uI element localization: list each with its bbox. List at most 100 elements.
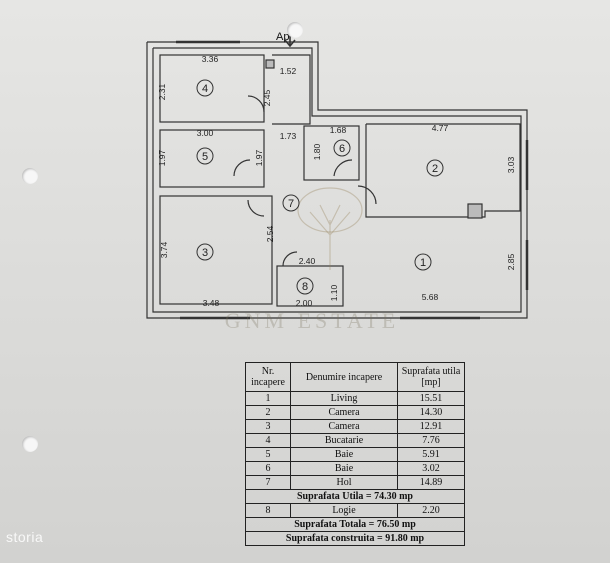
room-number: 6 <box>339 143 345 155</box>
dimension-label: 1.68 <box>330 125 347 135</box>
table-row: 6 Baie 3.02 <box>245 461 465 476</box>
room-number-circle <box>196 243 214 261</box>
room-number: 4 <box>202 83 208 95</box>
door-swing <box>357 185 377 205</box>
table-cell: Hol <box>290 475 398 490</box>
room-number-circle <box>196 147 214 165</box>
table-cell: Baie <box>290 447 398 462</box>
dimension-label: 3.00 <box>197 128 214 138</box>
table-cell: 7 <box>245 475 291 490</box>
door-swing <box>282 251 298 267</box>
room-number-circle <box>296 277 314 295</box>
pillar <box>265 59 275 69</box>
dimension-label: 2.40 <box>299 256 316 266</box>
entrance-label: Ap <box>276 31 289 43</box>
door-swing <box>247 199 265 217</box>
room-number: 8 <box>302 281 308 293</box>
room-5-outline <box>159 129 265 188</box>
table-header-row: Nr. incapere Denumire incapere Suprafata… <box>245 362 465 392</box>
room-number-circle <box>426 159 444 177</box>
pillar <box>467 203 483 219</box>
table-cell: 1 <box>245 391 291 406</box>
dimension-label: 3.36 <box>202 54 219 64</box>
table-header: Suprafata utila [mp] <box>397 362 465 392</box>
room-number-circle <box>282 194 300 212</box>
table-header: Nr. incapere <box>245 362 291 392</box>
dimension-label: 2.85 <box>506 253 516 270</box>
room-8-outline <box>276 265 344 307</box>
room-number: 1 <box>420 257 426 269</box>
table-total-row: Suprafata Utila = 74.30 mp <box>245 489 465 504</box>
room-number: 5 <box>202 151 208 163</box>
area-table: Nr. incapere Denumire incapere Suprafata… <box>245 362 465 546</box>
room-4-outline <box>159 54 265 123</box>
table-cell: Logie <box>290 503 398 518</box>
door-swing <box>247 95 265 113</box>
table-cell: 12.91 <box>397 419 465 434</box>
room-2-outline <box>365 123 521 218</box>
room-6-outline <box>303 125 360 181</box>
total-total: Suprafata Totala = 76.50 mp <box>245 517 465 532</box>
dimension-label: 3.74 <box>159 241 169 258</box>
table-cell: Camera <box>290 405 398 420</box>
table-row: 7 Hol 14.89 <box>245 475 465 490</box>
dimension-label: 1.97 <box>254 149 264 166</box>
total-built: Suprafata construita = 91.80 mp <box>245 531 465 546</box>
table-cell: Camera <box>290 419 398 434</box>
door-swing <box>333 159 353 177</box>
table-cell: 14.30 <box>397 405 465 420</box>
room-number: 7 <box>288 198 294 210</box>
punch-hole <box>22 436 38 452</box>
dimension-label: 2.31 <box>157 83 167 100</box>
punch-hole <box>22 168 38 184</box>
table-cell: 7.76 <box>397 433 465 448</box>
dimension-label: 1.10 <box>329 284 339 301</box>
table-row: 2 Camera 14.30 <box>245 405 465 420</box>
table-cell: 2 <box>245 405 291 420</box>
room-number-circle <box>196 79 214 97</box>
dimension-label: 3.03 <box>506 156 516 173</box>
dimension-label: 1.73 <box>280 131 297 141</box>
dimension-label: 1.80 <box>312 143 322 160</box>
table-row: 3 Camera 12.91 <box>245 419 465 434</box>
table-cell: 4 <box>245 433 291 448</box>
room-number: 3 <box>202 247 208 259</box>
table-cell: 5.91 <box>397 447 465 462</box>
table-header: Denumire incapere <box>290 362 398 392</box>
table-total-row: Suprafata Totala = 76.50 mp <box>245 517 465 532</box>
door-swing <box>233 159 251 177</box>
room-3-outline <box>159 195 273 305</box>
outer-wall-inner <box>152 47 522 313</box>
total-useful: Suprafata Utila = 74.30 mp <box>245 489 465 504</box>
table-cell: Bucatarie <box>290 433 398 448</box>
table-cell: 5 <box>245 447 291 462</box>
table-cell: 3.02 <box>397 461 465 476</box>
room-number-circle <box>414 253 432 271</box>
table-row: 5 Baie 5.91 <box>245 447 465 462</box>
dimension-label: 2.45 <box>262 89 272 106</box>
table-cell: 15.51 <box>397 391 465 406</box>
table-cell: Living <box>290 391 398 406</box>
dimension-label: 2.54 <box>265 225 275 242</box>
dimension-label: 2.00 <box>296 298 313 308</box>
hall-wall <box>272 54 311 125</box>
table-row: 8 Logie 2.20 <box>245 503 465 518</box>
table-total-row: Suprafata construita = 91.80 mp <box>245 531 465 546</box>
brand-watermark: storia <box>6 529 44 545</box>
table-cell: 2.20 <box>397 503 465 518</box>
dimension-label: 1.97 <box>157 149 167 166</box>
table-cell: Baie <box>290 461 398 476</box>
table-cell: 14.89 <box>397 475 465 490</box>
outer-wall <box>146 41 528 319</box>
table-cell: 6 <box>245 461 291 476</box>
tree-logo <box>297 187 363 270</box>
table-row: 1 Living 15.51 <box>245 391 465 406</box>
room-number: 2 <box>432 163 438 175</box>
room-number-circle <box>333 139 351 157</box>
table-cell: 8 <box>245 503 291 518</box>
table-row: 4 Bucatarie 7.76 <box>245 433 465 448</box>
dimension-label: 5.68 <box>422 292 439 302</box>
table-cell: 3 <box>245 419 291 434</box>
